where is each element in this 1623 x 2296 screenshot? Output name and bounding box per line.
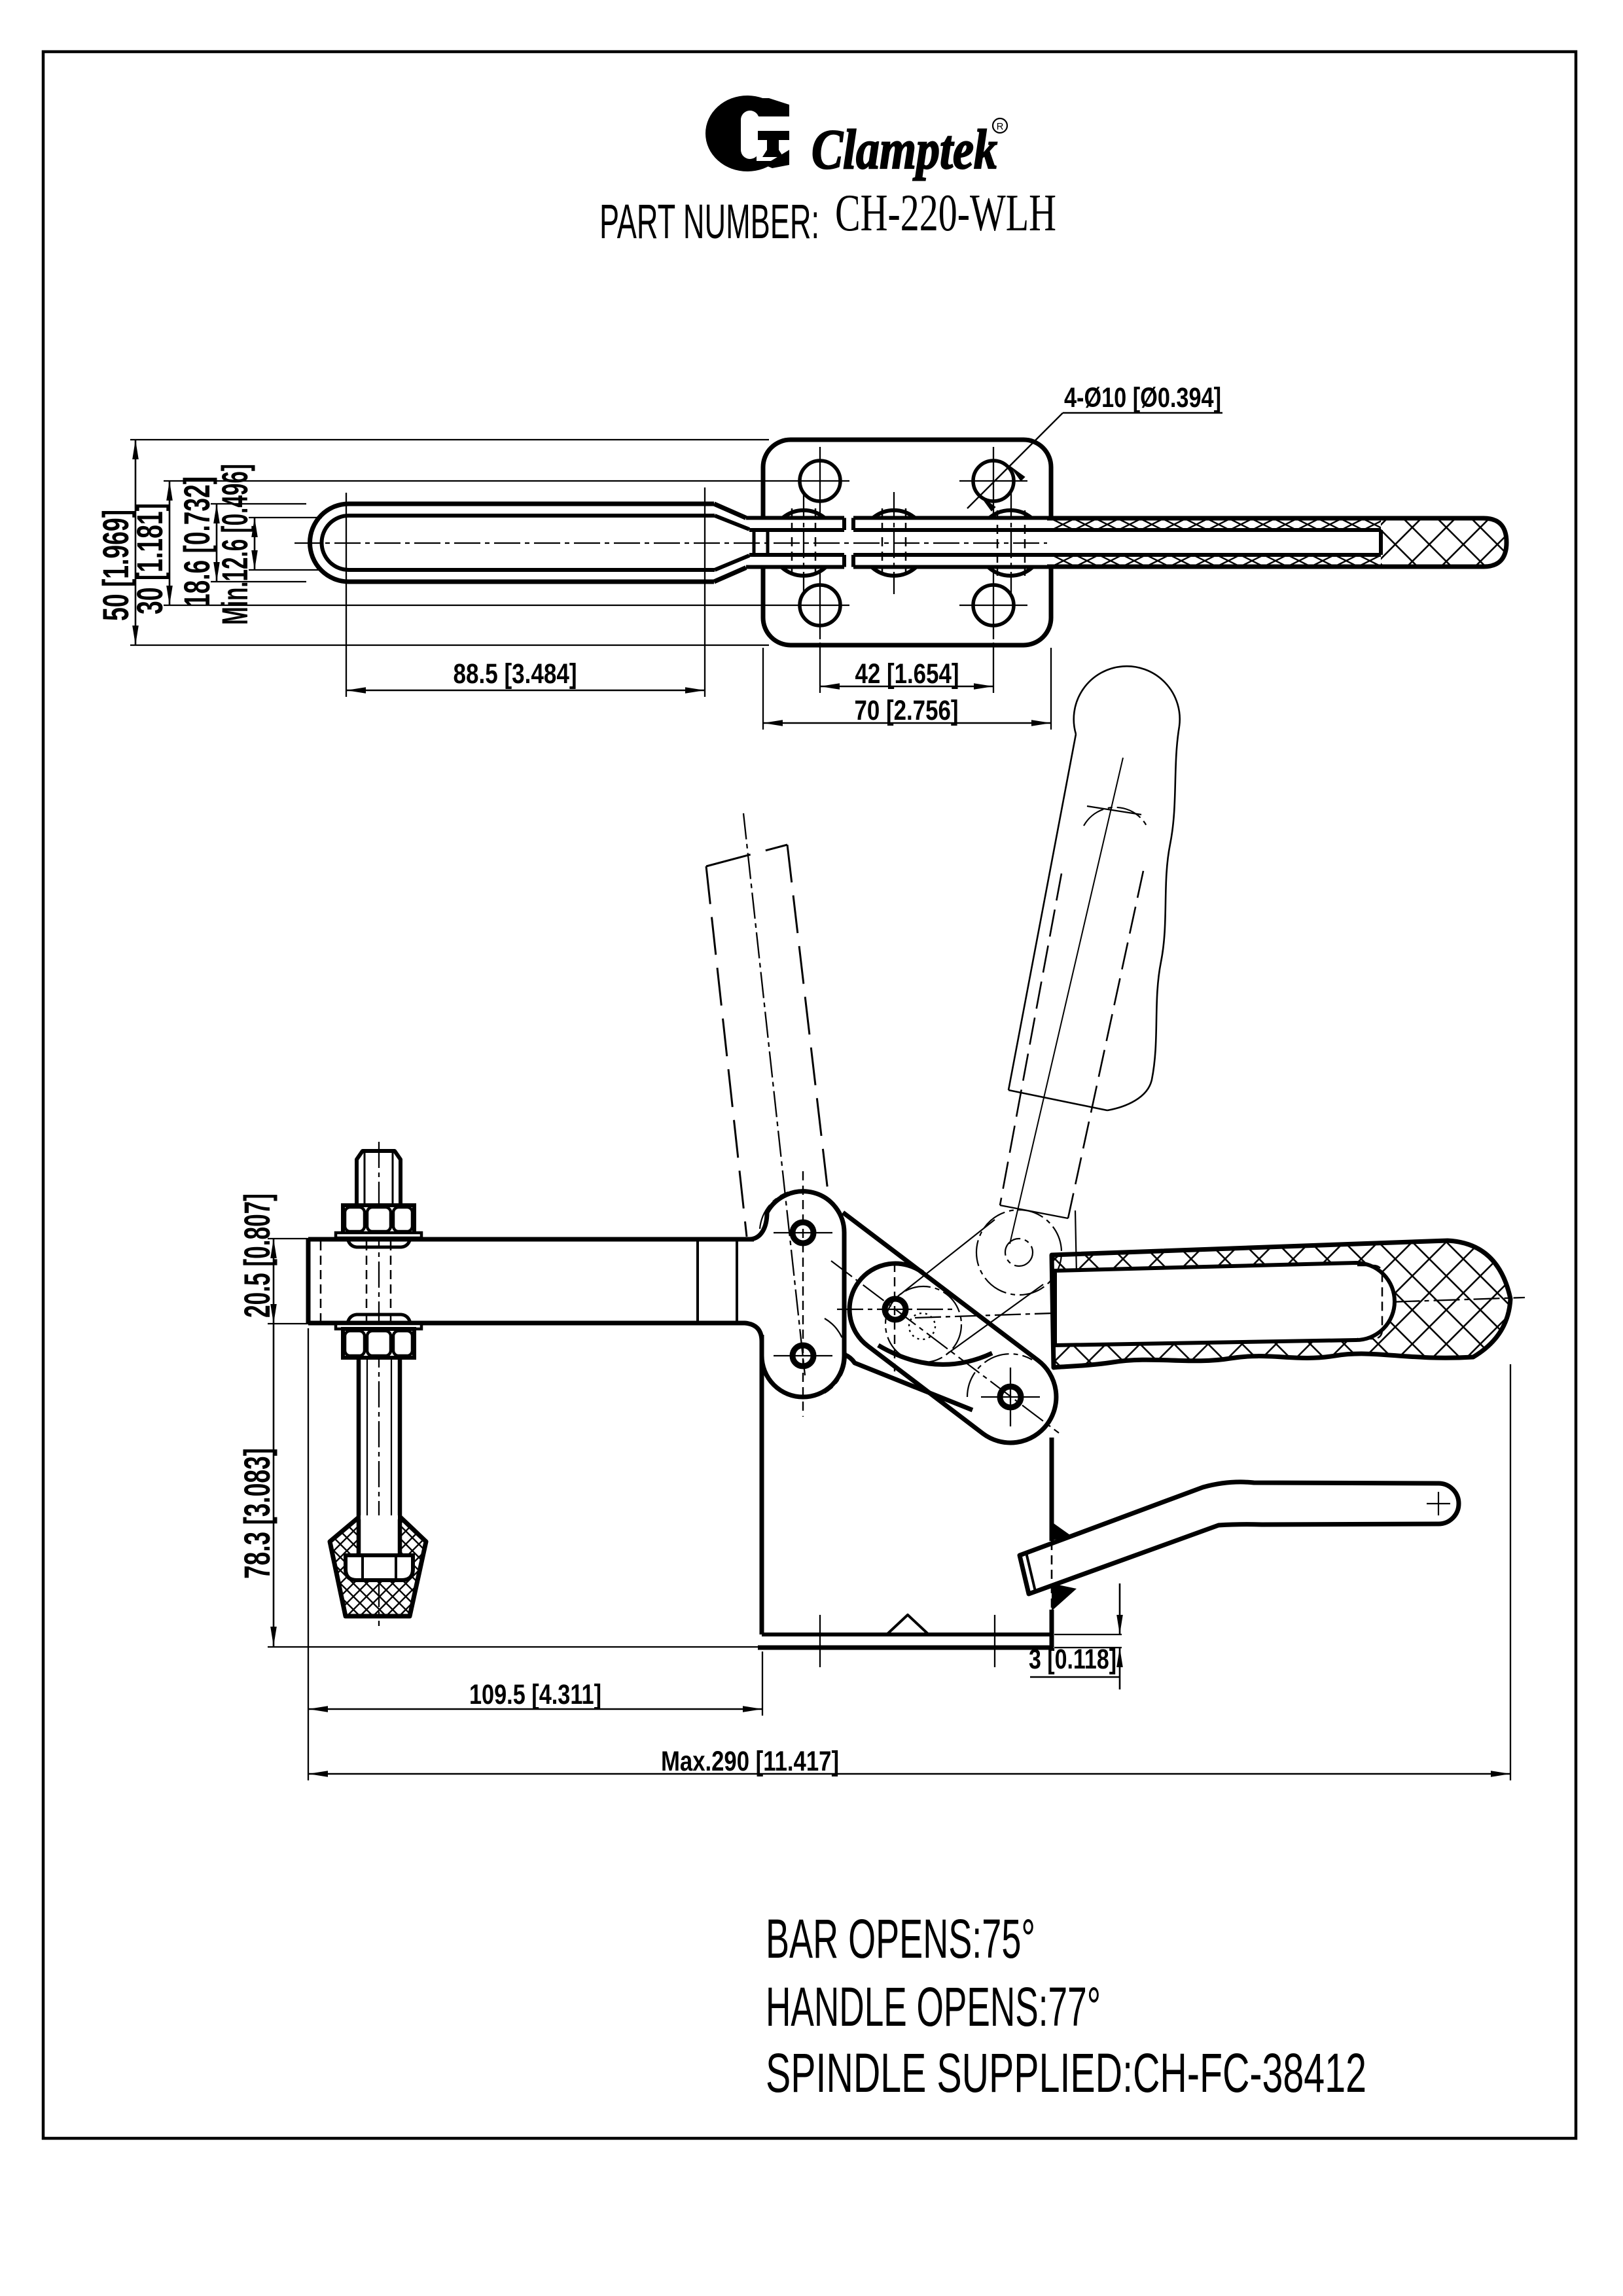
svg-text:42 [1.654]: 42 [1.654]	[855, 658, 959, 690]
svg-text:SPINDLE SUPPLIED:CH-FC-38412: SPINDLE SUPPLIED:CH-FC-38412	[766, 2042, 1366, 2104]
svg-text:109.5 [4.311]: 109.5 [4.311]	[469, 1679, 601, 1710]
svg-text:CH-220-WLH: CH-220-WLH	[835, 185, 1056, 242]
svg-text:50 [1.969]: 50 [1.969]	[95, 510, 136, 621]
svg-text:BAR OPENS:75°: BAR OPENS:75°	[766, 1908, 1035, 1969]
svg-text:18.6 [0.732]: 18.6 [0.732]	[176, 476, 217, 607]
svg-text:PART NUMBER:: PART NUMBER:	[599, 194, 819, 249]
svg-text:4-Ø10 [Ø0.394]: 4-Ø10 [Ø0.394]	[1064, 382, 1221, 414]
svg-text:HANDLE OPENS:77°: HANDLE OPENS:77°	[766, 1976, 1101, 2038]
svg-text:70 [2.756]: 70 [2.756]	[855, 695, 959, 726]
svg-text:R: R	[997, 121, 1004, 132]
svg-text:30 [1.181]: 30 [1.181]	[129, 503, 170, 614]
svg-text:20.5 [0.807]: 20.5 [0.807]	[236, 1193, 277, 1318]
svg-text:78.3 [3.083]: 78.3 [3.083]	[236, 1448, 277, 1579]
svg-text:Min.12.6 [0.496]: Min.12.6 [0.496]	[214, 464, 255, 625]
svg-text:Max.290 [11.417]: Max.290 [11.417]	[661, 1746, 839, 1777]
svg-text:Clamptek: Clamptek	[812, 118, 997, 181]
svg-text:88.5 [3.484]: 88.5 [3.484]	[454, 658, 577, 690]
